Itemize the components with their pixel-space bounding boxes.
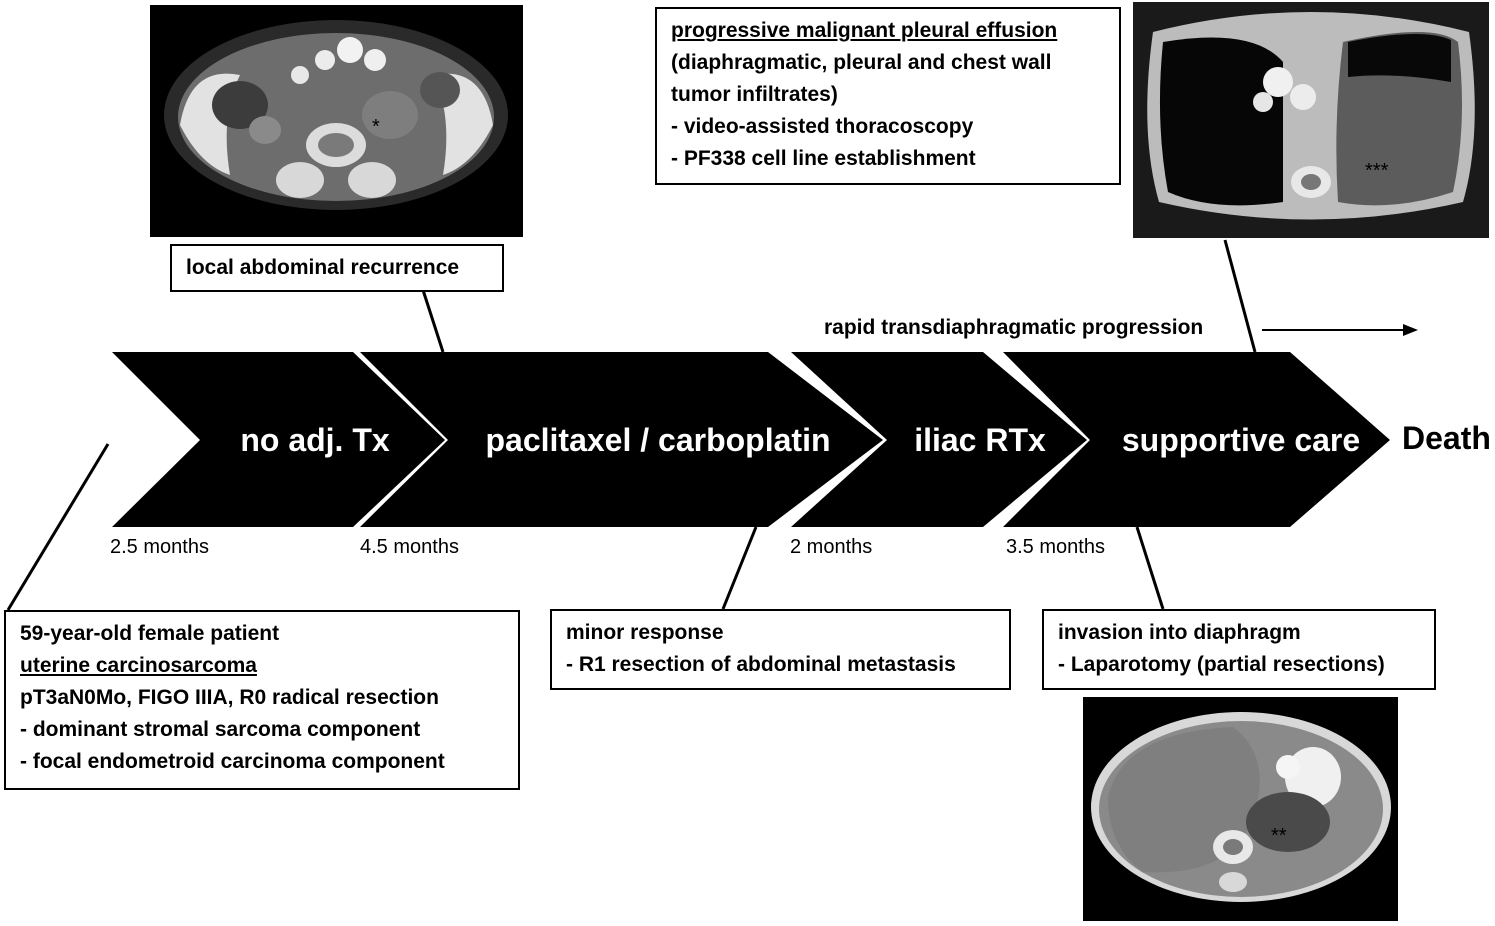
- chevron-paclitaxel-carboplatin: [360, 352, 883, 527]
- recurrence-box: local abdominal recurrence: [170, 244, 504, 292]
- invasion-line: invasion into diaphragm: [1058, 621, 1301, 644]
- carcinoma-component-line: - focal endometroid carcinoma component: [20, 750, 445, 773]
- recurrence-line: local abdominal recurrence: [186, 256, 460, 279]
- connector-response: [721, 526, 758, 610]
- response-box: minor response - R1 resection of abdomin…: [550, 609, 1011, 690]
- pelvis-mark: *: [372, 116, 380, 138]
- phase-label-no-adj-tx: no adj. Tx: [240, 422, 390, 458]
- effusion-box: progressive malignant pleural effusion (…: [655, 7, 1121, 185]
- ct-abdomen-image: **: [1083, 697, 1398, 921]
- duration-no-adj-tx: 2.5 months: [110, 536, 209, 558]
- chevron-iliac-rtx: [791, 352, 1087, 527]
- phase-chevrons: [112, 352, 1390, 527]
- chevron-supportive-care: [1003, 352, 1390, 527]
- patient-line: 59-year-old female patient: [20, 622, 280, 645]
- effusion-title: progressive malignant pleural effusion: [671, 19, 1058, 42]
- thorax-mark: ***: [1365, 160, 1389, 182]
- duration-iliac-rtx: 2 months: [790, 536, 873, 558]
- phase-label-supportive-care: supportive care: [1122, 422, 1360, 458]
- resection-line: - R1 resection of abdominal metastasis: [566, 653, 956, 676]
- connector-recurrence: [421, 289, 445, 353]
- chevron-no-adj-tx: [112, 352, 445, 527]
- initial-diagnosis-box: 59-year-old female patient uterine carci…: [4, 610, 520, 790]
- infiltrates-line-2: tumor infiltrates): [671, 83, 838, 106]
- invasion-box: invasion into diaphragm - Laparotomy (pa…: [1042, 609, 1436, 690]
- connector-invasion: [1135, 526, 1165, 610]
- phase-label-iliac-rtx: iliac RTx: [914, 422, 1046, 458]
- chevron-labels: no adj. Tx paclitaxel / carboplatin ilia…: [240, 422, 1360, 458]
- connector-thorax: [1223, 239, 1257, 353]
- progression-label: rapid transdiaphragmatic progression: [824, 316, 1204, 339]
- duration-supportive-care: 3.5 months: [1006, 536, 1105, 558]
- infiltrates-line: (diaphragmatic, pleural and chest wall: [671, 51, 1052, 74]
- thoracoscopy-line: - video-assisted thoracoscopy: [671, 115, 974, 138]
- death-label: Death: [1402, 420, 1491, 456]
- phase-label-paclitaxel-carboplatin: paclitaxel / carboplatin: [486, 422, 831, 458]
- connector-lines: [6, 239, 1257, 611]
- abdomen-mark: **: [1271, 825, 1287, 847]
- progression-arrow: [1262, 324, 1418, 336]
- response-line: minor response: [566, 621, 724, 644]
- stromal-component-line: - dominant stromal sarcoma component: [20, 718, 421, 741]
- duration-paclitaxel-carboplatin: 4.5 months: [360, 536, 459, 558]
- ct-pelvis-image: *: [150, 5, 523, 237]
- staging-line: pT3aN0Mo, FIGO IIIA, R0 radical resectio…: [20, 686, 439, 709]
- cell-line-line: - PF338 cell line establishment: [671, 147, 976, 170]
- connector-initial: [6, 443, 110, 611]
- ct-thorax-image: ***: [1133, 2, 1489, 238]
- laparotomy-line: - Laparotomy (partial resections): [1058, 653, 1385, 676]
- diagnosis-line: uterine carcinosarcoma: [20, 654, 257, 677]
